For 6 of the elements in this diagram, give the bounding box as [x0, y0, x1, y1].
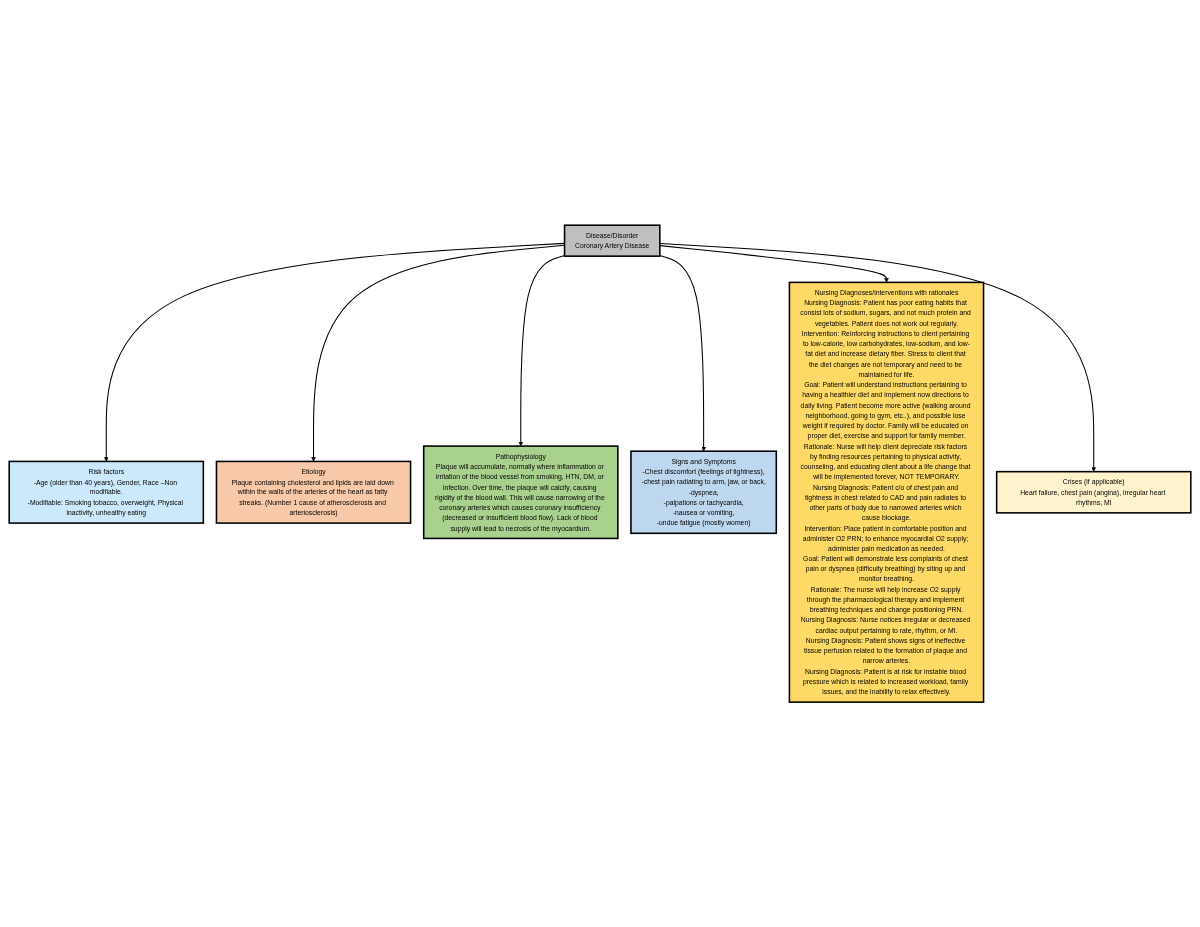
- arrow: [103, 242, 566, 462]
- arrow: [659, 244, 889, 283]
- arrow: [311, 244, 566, 462]
- arrow: [659, 242, 1097, 472]
- arrow: [518, 254, 566, 447]
- arrow: [659, 254, 706, 452]
